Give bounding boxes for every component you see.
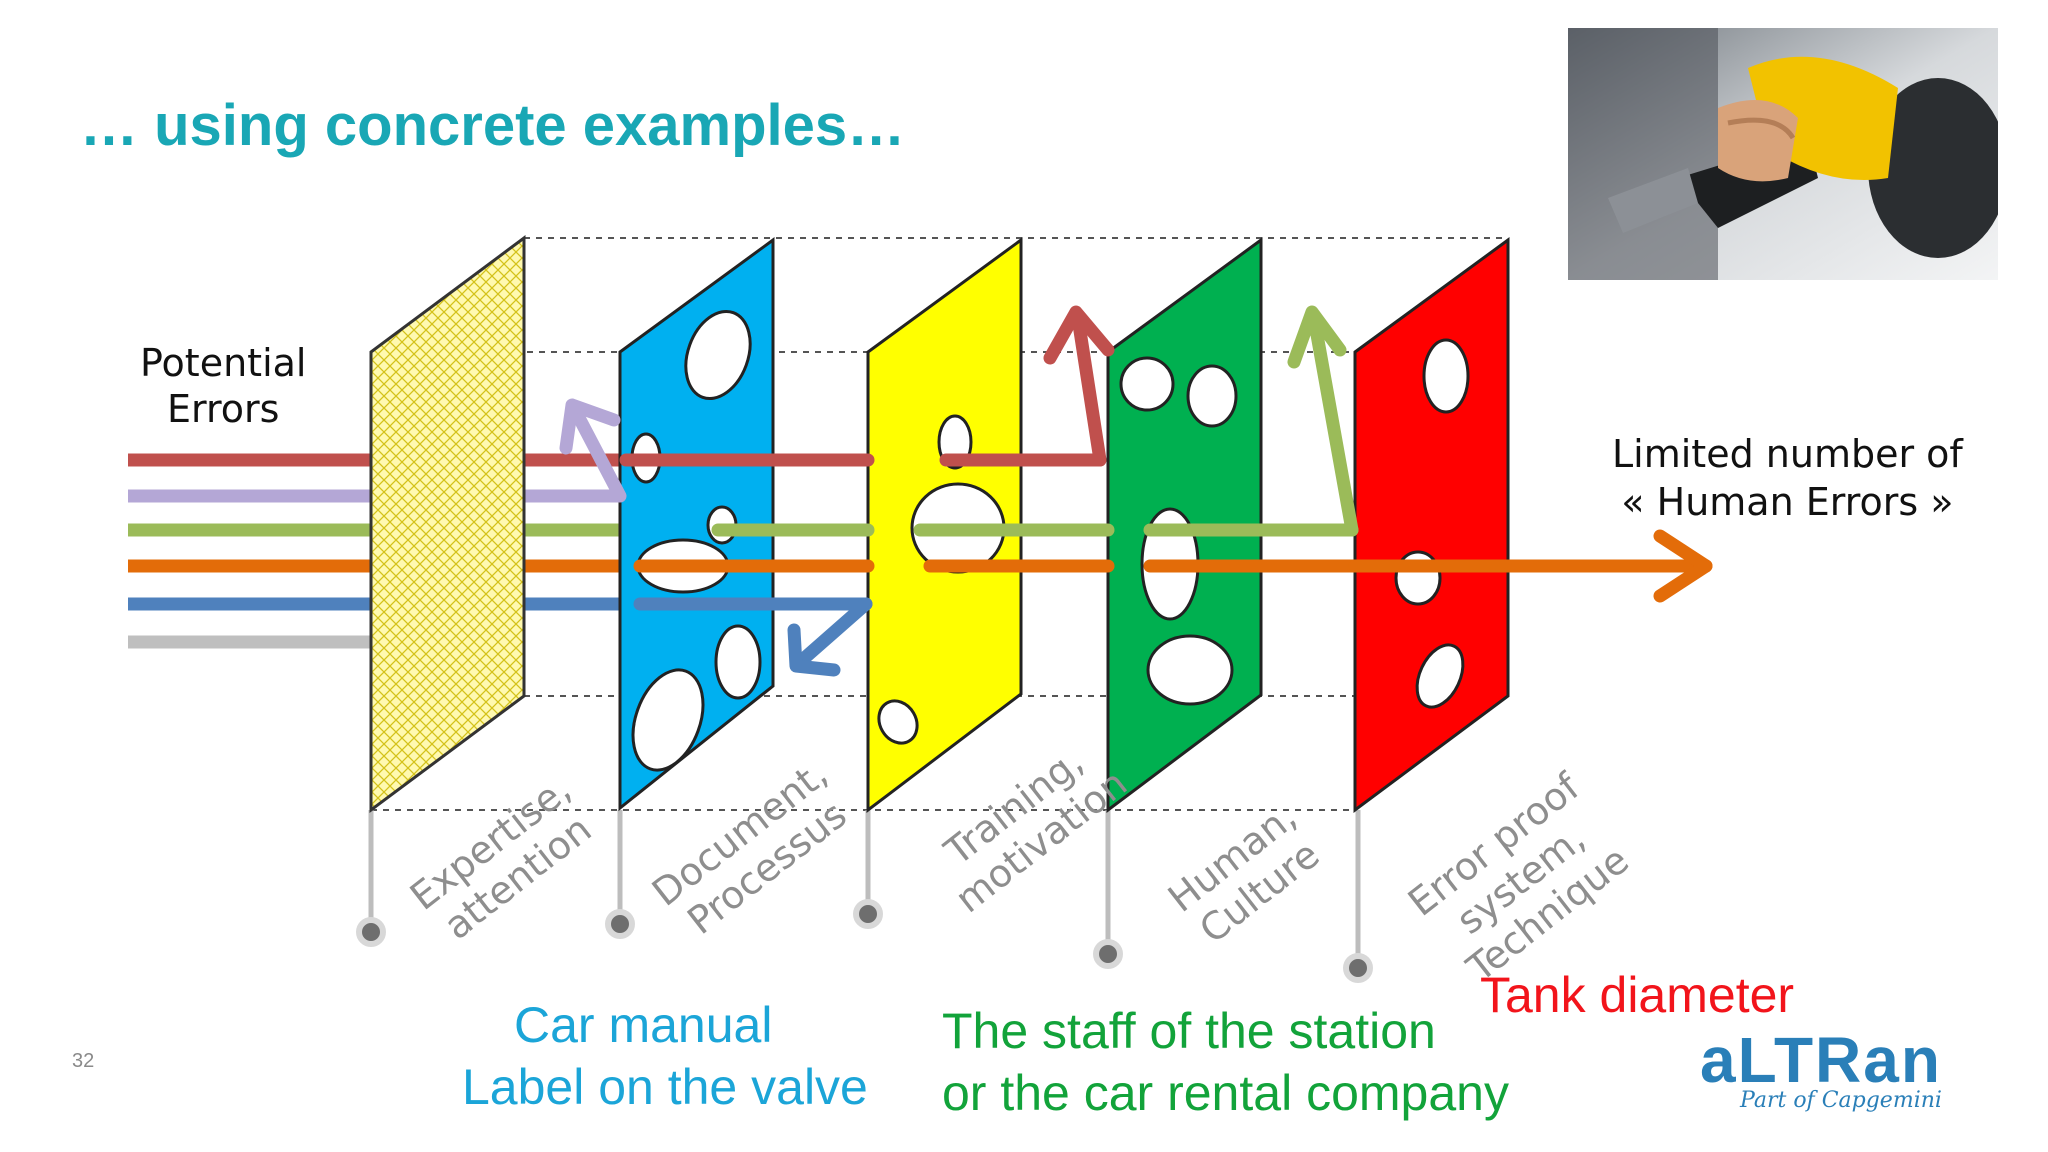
example-errorproof: Tank diameter xyxy=(1480,967,1795,1023)
layer-post-feet xyxy=(356,899,1373,983)
lilac-deflection-arrow xyxy=(569,405,627,503)
layer-expertise-panel xyxy=(369,235,526,813)
example-culture: The staff of the station or the car rent… xyxy=(942,1003,1509,1121)
potential-errors-label: Potential Errors xyxy=(140,341,307,431)
altran-logo-word: aLTRan xyxy=(1700,1024,1942,1096)
blue-deflection-arrow xyxy=(793,597,873,669)
example-document: Car manual Label on the valve xyxy=(462,997,868,1115)
fuel-pump-photo xyxy=(1568,28,1998,280)
green-deflection-arrow xyxy=(1307,311,1359,537)
layer-posts xyxy=(368,810,1361,966)
red-deflection-arrow xyxy=(1071,311,1107,467)
page-number: 32 xyxy=(72,1050,95,1072)
slide-title: … using concrete examples… xyxy=(80,93,906,158)
deflection-arrows xyxy=(559,305,1713,677)
limited-errors-label: Limited number of « Human Errors » xyxy=(1612,432,1963,524)
layer-errorproof-panel xyxy=(1353,237,1510,813)
altran-logo: aLTRan Part of Capgemini xyxy=(1700,1028,1942,1113)
capgemini-sub: Part of Capgemini xyxy=(1740,1088,1942,1113)
